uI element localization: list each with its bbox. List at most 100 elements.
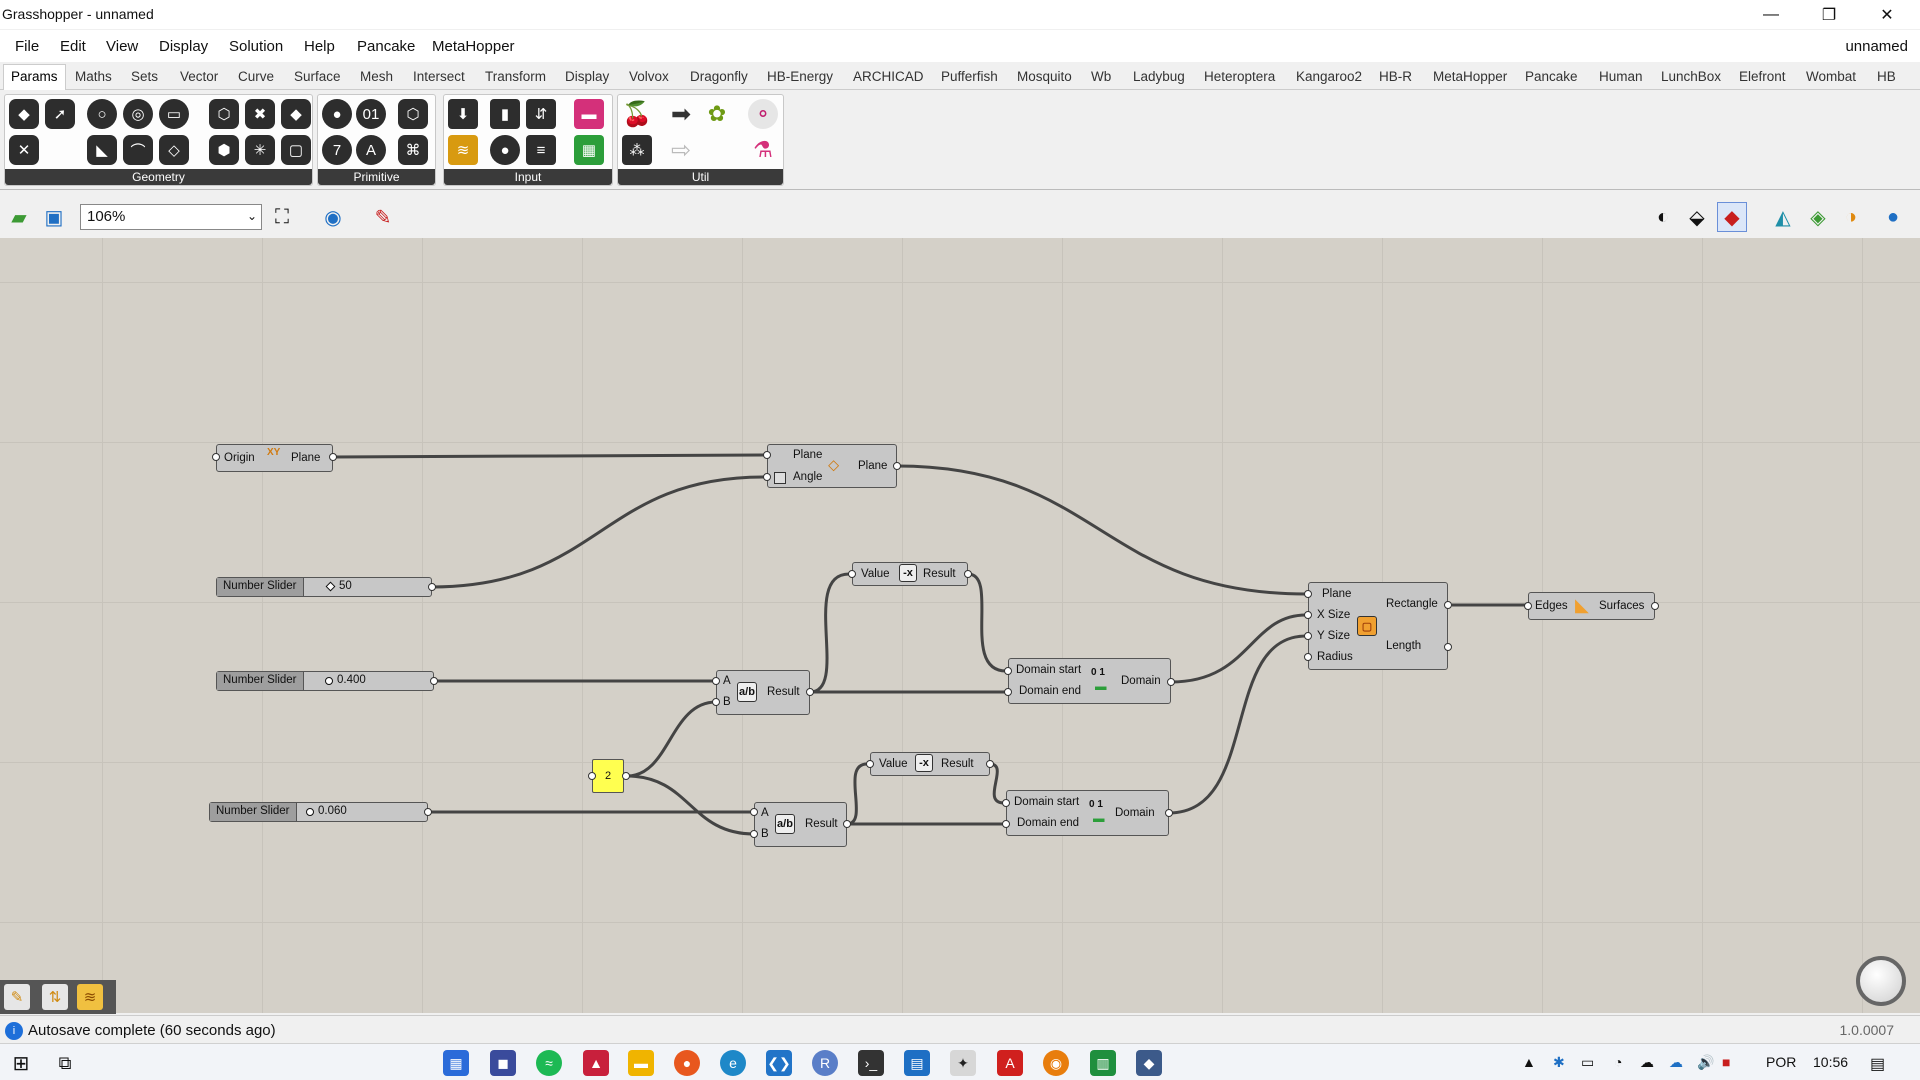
display-sphere-icon[interactable]: ● (1886, 205, 1900, 228)
rect-output-grip[interactable] (1444, 601, 1452, 609)
menu-solution[interactable]: Solution (229, 38, 284, 55)
division-component-1[interactable]: A B a/b Result (716, 670, 810, 715)
tab-kangaroo2[interactable]: Kangaroo2 (1296, 69, 1363, 84)
circle-param-icon[interactable]: ○ (87, 99, 117, 129)
division1-a-grip[interactable] (712, 677, 720, 685)
close-button[interactable]: ✕ (1880, 6, 1894, 24)
word-icon[interactable]: ▤ (904, 1050, 930, 1076)
cherry-picker-icon[interactable]: 🍒 (622, 100, 652, 128)
excel-icon[interactable]: ▥ (1090, 1050, 1116, 1076)
slider-handle[interactable] (325, 677, 333, 685)
rotate-angle-input-grip[interactable] (763, 473, 771, 481)
tab-intersect[interactable]: Intersect (413, 69, 465, 84)
tab-elefront[interactable]: Elefront (1739, 69, 1786, 84)
tab-sets[interactable]: Sets (131, 69, 159, 84)
path-param-icon[interactable]: ⌘ (398, 135, 428, 165)
division2-a-grip[interactable] (750, 808, 758, 816)
domain1-start-grip[interactable] (1004, 667, 1012, 675)
rectangle-output[interactable]: Rectangle (1386, 598, 1438, 610)
negative1-output-grip[interactable] (964, 570, 972, 578)
google-drive-icon[interactable]: ▲ (1522, 1054, 1536, 1070)
field-param-icon[interactable]: ◆ (281, 99, 311, 129)
tab-heteroptera[interactable]: Heteroptera (1204, 69, 1276, 84)
cloud-icon[interactable]: ☁ (1640, 1054, 1654, 1070)
result-output[interactable]: Result (767, 686, 800, 698)
gradient-icon[interactable]: ▬ (574, 99, 604, 129)
boolean-param-icon[interactable]: ● (322, 99, 352, 129)
division2-output-grip[interactable] (843, 820, 851, 828)
menu-help[interactable]: Help (304, 38, 335, 55)
grasshopper-icon[interactable]: ✦ (950, 1050, 976, 1076)
division-component-2[interactable]: A B a/b Result (754, 802, 847, 847)
menu-display[interactable]: Display (159, 38, 209, 55)
menu-file[interactable]: File (15, 38, 40, 55)
tab-lunchbox[interactable]: LunchBox (1661, 69, 1722, 84)
number-slider-y-ratio[interactable]: Number Slider 0.060 (209, 802, 428, 822)
domain-end-input[interactable]: Domain end (1019, 685, 1082, 697)
terminal-icon[interactable]: ›_ (858, 1050, 884, 1076)
boundary-surfaces-component[interactable]: Edges ◣ Surfaces (1528, 592, 1655, 620)
restore-button[interactable]: ❐ (1821, 6, 1837, 24)
flask-icon[interactable]: ⚗ (753, 137, 773, 162)
number-param-icon[interactable]: 7 (322, 135, 352, 165)
rect-ysize-grip[interactable] (1304, 632, 1312, 640)
value-input[interactable]: Value (861, 568, 890, 580)
a-input[interactable]: A (761, 807, 769, 819)
x-size-input[interactable]: X Size (1317, 609, 1351, 621)
negative-component-1[interactable]: Value -x Result (852, 562, 968, 586)
line-param-icon[interactable]: ◣ (87, 135, 117, 165)
minimize-button[interactable]: — (1763, 5, 1779, 23)
acrobat-icon[interactable]: A (997, 1050, 1023, 1076)
length-output-grip[interactable] (1444, 643, 1452, 651)
brep-param-icon[interactable]: ⬡ (209, 99, 239, 129)
curve-param-icon[interactable]: ◎ (123, 99, 153, 129)
panel-output-grip[interactable] (622, 772, 630, 780)
data-dam-icon[interactable]: ➡ (670, 100, 692, 128)
menu-edit[interactable]: Edit (60, 38, 86, 55)
surface-param-icon[interactable]: ▭ (159, 99, 189, 129)
edges-input[interactable]: Edges (1535, 600, 1568, 612)
result-output[interactable]: Result (923, 568, 956, 580)
result-output[interactable]: Result (941, 758, 974, 770)
preview-wireframe-icon[interactable]: ◐ (1656, 205, 1670, 228)
domain2-end-grip[interactable] (1002, 820, 1010, 828)
tab-hb[interactable]: HB (1877, 69, 1896, 84)
tab-transform[interactable]: Transform (485, 69, 547, 84)
tab-pancake[interactable]: Pancake (1525, 69, 1578, 84)
domain-start-input[interactable]: Domain start (1016, 664, 1082, 676)
result-output[interactable]: Result (805, 818, 838, 830)
clock[interactable]: 10:56 (1813, 1054, 1849, 1070)
origin-input[interactable]: Origin (224, 452, 255, 464)
input-panel-label[interactable]: Input (444, 169, 612, 185)
volume-icon[interactable]: 🔊 (1697, 1054, 1715, 1070)
slider-handle[interactable] (325, 581, 336, 592)
division1-b-grip[interactable] (712, 698, 720, 706)
domain2-start-grip[interactable] (1002, 799, 1010, 807)
domain-output[interactable]: Domain (1121, 675, 1161, 687)
primitive-panel-label[interactable]: Primitive (318, 169, 435, 185)
box-param-icon[interactable]: ◆ (9, 99, 39, 129)
app-icon[interactable]: ◼ (490, 1050, 516, 1076)
jump-icon[interactable]: ⇨ (670, 136, 692, 164)
tab-params[interactable]: Params (3, 64, 66, 91)
value-input[interactable]: Value (879, 758, 908, 770)
rect-xsize-grip[interactable] (1304, 611, 1312, 619)
zoom-extents-icon[interactable]: ⛶ (275, 205, 289, 228)
tab-pufferfish[interactable]: Pufferfish (941, 69, 998, 84)
colour-swatch-icon[interactable]: ▦ (574, 135, 604, 165)
slider2-output-grip[interactable] (430, 677, 438, 685)
tab-human[interactable]: Human (1599, 69, 1643, 84)
radius-input[interactable]: Radius (1317, 651, 1353, 663)
spotify-icon[interactable]: ≈ (536, 1050, 562, 1076)
blender-icon[interactable]: ◉ (1043, 1050, 1069, 1076)
rectangle-component[interactable]: Plane X Size Y Size Radius ▢ Rectangle L… (1308, 582, 1448, 670)
graph-mapper-icon[interactable]: ≋ (448, 135, 478, 165)
security-icon[interactable]: ■ (1722, 1054, 1731, 1070)
arc-param-icon[interactable]: ⌒ (123, 135, 153, 165)
value-list-icon[interactable]: ≡ (526, 135, 556, 165)
control-knob-icon[interactable]: ● (490, 135, 520, 165)
plane-output[interactable]: Plane (291, 452, 321, 464)
shape-param-icon[interactable]: ⬡ (398, 99, 428, 129)
group-param-icon[interactable]: ⬢ (209, 135, 239, 165)
menu-view[interactable]: View (106, 38, 139, 55)
